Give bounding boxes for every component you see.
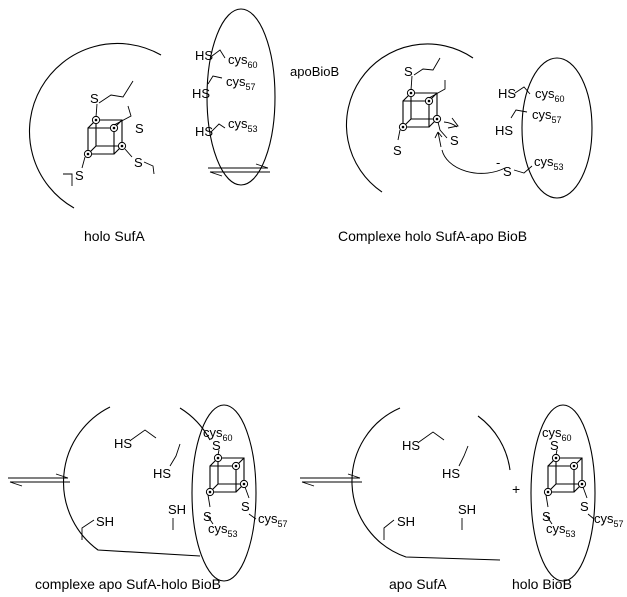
complex2-s-top: S bbox=[212, 438, 221, 453]
complex1-biob-ellipse bbox=[521, 57, 593, 199]
complex2-cys57: cys57 bbox=[258, 511, 288, 529]
complex1-cys57: cys57 bbox=[532, 107, 562, 125]
caption-holo-biob: holo BioB bbox=[512, 576, 572, 592]
sufa-s-right: S bbox=[135, 121, 144, 136]
plus-sign: + bbox=[512, 481, 520, 497]
caption-complex1: Complexe holo SufA-apo BioB bbox=[338, 228, 527, 244]
holo-biob-ellipse bbox=[530, 404, 596, 582]
apobiob-hs-1: HS bbox=[195, 48, 213, 63]
complex1-hs-1: HS bbox=[498, 86, 516, 101]
holo-biob-structure: cys60 S S S cys53 cys57 bbox=[530, 404, 624, 582]
complex2-cys60: cys60 bbox=[203, 425, 233, 443]
sufa-s-bottom: S bbox=[134, 155, 143, 170]
apo-sufa-hs-1: HS bbox=[402, 438, 420, 453]
apobiob-hs-2: HS bbox=[192, 86, 210, 101]
complex1-s-thiolate: S bbox=[503, 164, 512, 179]
complex1-s-top: S bbox=[404, 64, 413, 79]
complex2-biob-ellipse bbox=[191, 404, 257, 582]
caption-holo-sufa: holo SufA bbox=[84, 228, 145, 244]
holo-biob-cys53: cys53 bbox=[546, 521, 576, 539]
complex1-cys60: cys60 bbox=[535, 86, 565, 104]
apobiob-structure: HS cys60 HS cys57 HS cys53 bbox=[192, 8, 276, 186]
sufa-s-top: S bbox=[90, 91, 99, 106]
complex2-sufa-arc bbox=[63, 406, 201, 557]
holo-biob-cys60: cys60 bbox=[542, 425, 572, 443]
sufa-protein-arc bbox=[28, 42, 162, 209]
holo-sufa-structure: S S S S bbox=[28, 42, 162, 209]
holo-biob-s-top: S bbox=[550, 438, 559, 453]
complex1-cys53: cys53 bbox=[534, 154, 564, 172]
equilibrium-arrow-3 bbox=[299, 473, 363, 487]
complex1-biob-structure: HS cys60 HS cys57 - S cys53 bbox=[495, 57, 593, 199]
complex2-hs-1: HS bbox=[114, 436, 132, 451]
label-apobiob: apoBioB bbox=[290, 64, 339, 79]
sufa-s-left: S bbox=[75, 168, 84, 183]
complex1-sufa-structure: S S S bbox=[346, 43, 506, 193]
complex2-hs-2: HS bbox=[153, 466, 171, 481]
apo-sufa-hs-2: HS bbox=[442, 466, 460, 481]
complex1-minus: - bbox=[496, 155, 500, 170]
equilibrium-arrow-2 bbox=[7, 473, 71, 487]
complex1-sufa-arc bbox=[346, 43, 474, 193]
complex2-sufa-structure: HS HS SH SH bbox=[63, 406, 211, 557]
apobiob-hs-3: HS bbox=[195, 124, 213, 139]
complex2-biob-structure: cys60 S S S cys53 cys57 bbox=[191, 404, 288, 582]
apo-sufa-arc bbox=[351, 407, 501, 561]
apo-sufa-sh-1: SH bbox=[397, 514, 415, 529]
caption-apo-sufa: apo SufA bbox=[389, 576, 447, 592]
caption-complex2: complexe apo SufA-holo BioB bbox=[35, 576, 221, 592]
complex1-s-left: S bbox=[393, 143, 402, 158]
apobiob-cys60: cys60 bbox=[228, 52, 258, 70]
complex2-s-right: S bbox=[241, 499, 250, 514]
biob-protein-ellipse bbox=[206, 8, 276, 186]
holo-biob-cys57: cys57 bbox=[594, 511, 624, 529]
apobiob-cys57: cys57 bbox=[226, 74, 256, 92]
complex2-sh-1: SH bbox=[96, 514, 114, 529]
complex2-sh-2: SH bbox=[168, 502, 186, 517]
apobiob-cys53: cys53 bbox=[228, 116, 258, 134]
complex1-hs-2: HS bbox=[495, 123, 513, 138]
apo-sufa-structure: HS HS SH SH bbox=[351, 407, 511, 561]
apo-sufa-sh-2: SH bbox=[458, 502, 476, 517]
holo-biob-s-right: S bbox=[580, 499, 589, 514]
complex1-s-attack: S bbox=[450, 133, 459, 148]
complex2-cys53: cys53 bbox=[208, 521, 238, 539]
